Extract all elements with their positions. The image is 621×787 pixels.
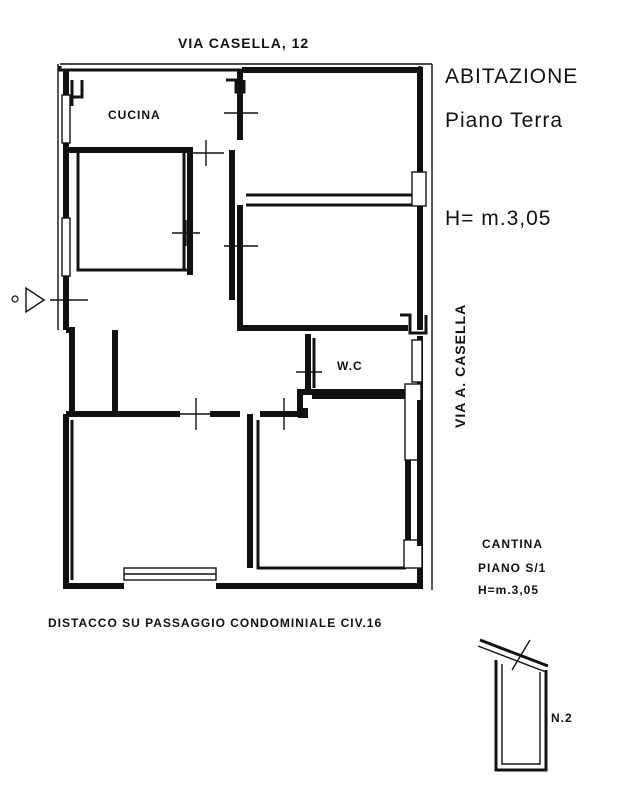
cellar-plan — [477, 638, 549, 772]
dwelling-title: ABITAZIONE — [445, 65, 578, 88]
room-label-kitchen: CUCINA — [108, 108, 161, 122]
apartment-plan — [11, 63, 433, 590]
bottom-note: DISTACCO SU PASSAGGIO CONDOMINIALE CIV.1… — [48, 616, 382, 630]
ceiling-height-label: H= m.3,05 — [445, 207, 551, 230]
entrance-symbol — [11, 286, 46, 314]
pillar — [298, 408, 308, 418]
cellar-number: N.2 — [551, 711, 573, 725]
street-label-side: VIA A. CASELLA — [452, 304, 468, 428]
cellar-title: CANTINA — [482, 537, 543, 551]
floor-label: Piano Terra — [445, 109, 563, 132]
cellar-floor: PIANO S/1 — [478, 561, 546, 575]
street-label-top: VIA CASELLA, 12 — [178, 35, 309, 51]
room-label-wc: W.C — [337, 359, 363, 373]
cellar-height: H=m.3,05 — [478, 583, 539, 597]
